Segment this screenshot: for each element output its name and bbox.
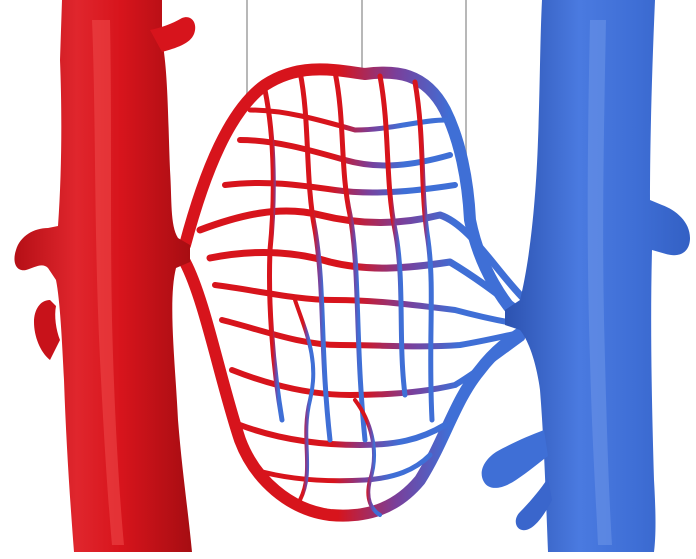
vein-branch-lower bbox=[482, 430, 548, 488]
capillary bbox=[240, 425, 445, 445]
capillary bbox=[215, 285, 525, 325]
capillary-link bbox=[415, 82, 432, 420]
vein bbox=[482, 0, 690, 552]
capillary bbox=[255, 455, 430, 481]
vein-branch-low-small bbox=[516, 478, 552, 530]
capillary bbox=[250, 110, 445, 130]
capillary-bed bbox=[185, 69, 525, 515]
capillary-link bbox=[295, 300, 313, 500]
capillary-link bbox=[355, 400, 380, 515]
capillary bbox=[225, 183, 455, 193]
capillary bbox=[222, 320, 525, 346]
artery-branch-left bbox=[34, 300, 60, 360]
artery bbox=[14, 0, 195, 552]
